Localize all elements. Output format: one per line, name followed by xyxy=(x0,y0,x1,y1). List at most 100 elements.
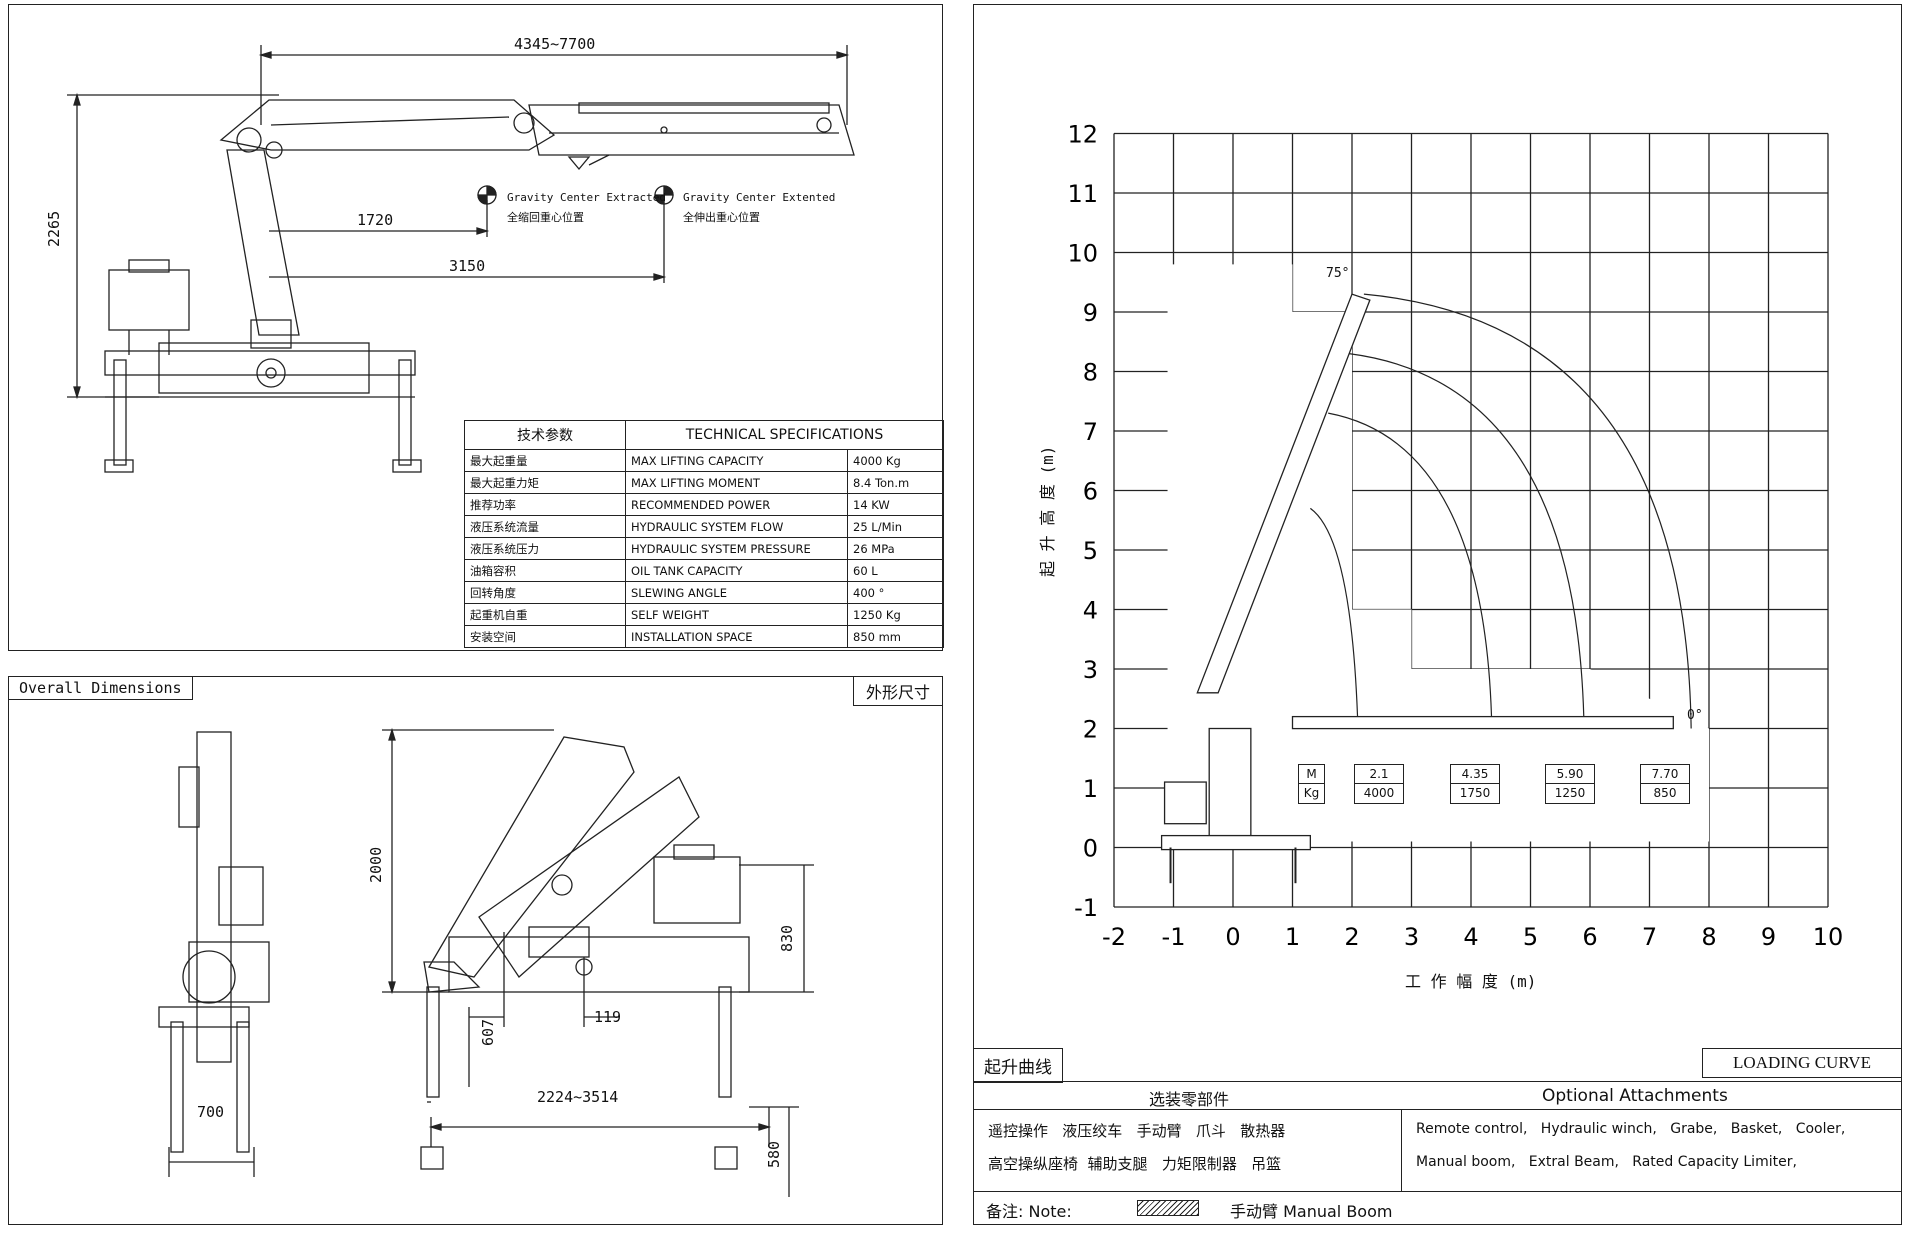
legend-gravity-extracted-zh: 全缩回重心位置 xyxy=(507,211,584,224)
spec-zh: 最大起重力矩 xyxy=(464,471,626,494)
spec-zh: 回转角度 xyxy=(464,581,626,604)
attachments-zh-line2: 高空操纵座椅 辅助支腿 力矩限制器 吊篮 xyxy=(988,1155,1282,1173)
y-tick-label: 10 xyxy=(1067,240,1098,268)
attachments-en-line2: Manual boom, Extral Beam, Rated Capacity… xyxy=(1416,1154,1797,1170)
attachments-row-line xyxy=(974,1109,1901,1110)
spec-zh: 液压系统流量 xyxy=(464,515,626,538)
attachments-title-zh: 选装零部件 xyxy=(1149,1090,1230,1109)
spec-en: OIL TANK CAPACITY xyxy=(625,559,848,582)
crane-column xyxy=(1208,727,1252,837)
boom-horizontal xyxy=(1291,715,1674,730)
x-axis-label: 工 作 幅 度 (m) xyxy=(1405,972,1537,991)
side-view-panel: 4345~7700 2265 1720 3150 Gravity Center … xyxy=(8,4,944,651)
y-tick-label: 6 xyxy=(1083,478,1098,506)
x-tick-label: 5 xyxy=(1523,923,1538,951)
spec-value: 4000 Kg xyxy=(847,449,944,472)
y-tick-label: 3 xyxy=(1083,656,1098,684)
overall-dimensions-title: Overall Dimensions xyxy=(8,676,193,700)
x-tick-label: -1 xyxy=(1162,923,1186,951)
load-head: M Kg xyxy=(1298,764,1325,804)
x-tick-label: 6 xyxy=(1582,923,1597,951)
y-tick-label: 2 xyxy=(1083,716,1098,744)
dim-3150: 3150 xyxy=(449,257,486,275)
y-tick-label: 12 xyxy=(1067,121,1098,149)
attachments-en-line1: Remote control, Hydraulic winch, Grabe, … xyxy=(1416,1121,1846,1137)
attachments-table: 选装零部件 Optional Attachments 遥控操作 液压绞车 手动臂… xyxy=(974,1081,1901,1225)
dim-overall-length: 4345~7700 xyxy=(514,35,596,53)
dim-height: 2265 xyxy=(45,210,63,247)
attachments-zh-line1: 遥控操作 液压绞车 手动臂 爪斗 散热器 xyxy=(988,1122,1286,1140)
spec-zh: 液压系统压力 xyxy=(464,537,626,560)
load-cell: 7.70 850 xyxy=(1640,764,1690,804)
y-tick-label: 5 xyxy=(1083,537,1098,565)
crane-base xyxy=(1160,834,1312,851)
reach-curve xyxy=(1328,412,1493,729)
y-tick-label: 8 xyxy=(1083,359,1098,387)
spec-value: 60 L xyxy=(847,559,944,582)
spec-zh: 油箱容积 xyxy=(464,559,626,582)
dim-119: 119 xyxy=(594,1008,622,1026)
angle-0-label: 0° xyxy=(1687,708,1703,723)
load-head-top: M xyxy=(1306,767,1317,781)
dim-830: 830 xyxy=(778,924,796,952)
spec-title-en: TECHNICAL SPECIFICATIONS xyxy=(625,420,944,450)
y-tick-label: -1 xyxy=(1074,894,1098,922)
loading-curve-title-en: LOADING CURVE xyxy=(1702,1048,1902,1078)
load-cell-m: 2.1 xyxy=(1369,767,1389,781)
spec-value: 25 L/Min xyxy=(847,515,944,538)
x-tick-label: -2 xyxy=(1102,923,1126,951)
spec-en: SELF WEIGHT xyxy=(625,603,848,626)
crane-overall-drawings xyxy=(158,727,814,1197)
load-cell-kg: 850 xyxy=(1641,783,1689,802)
load-cell-m: 4.35 xyxy=(1461,767,1489,781)
attachments-row-line xyxy=(974,1191,1901,1192)
load-cell-kg: 1750 xyxy=(1451,783,1499,802)
manual-boom-hatch-icon xyxy=(1137,1200,1199,1216)
load-cell: 2.1 4000 xyxy=(1354,764,1404,804)
legend-gravity-extended-en: Gravity Center Extented xyxy=(683,191,836,204)
load-cell-kg: 1250 xyxy=(1546,783,1594,802)
overall-dimensions-title-text: Overall Dimensions xyxy=(19,679,182,697)
dim-607: 607 xyxy=(479,1018,497,1046)
spec-en: SLEWING ANGLE xyxy=(625,581,848,604)
dim-580: 580 xyxy=(765,1140,783,1168)
y-tick-label: 11 xyxy=(1067,180,1098,208)
reach-curve xyxy=(1348,353,1585,729)
spec-value: 1250 Kg xyxy=(847,603,944,626)
legend-gravity-extended-zh: 全伸出重心位置 xyxy=(683,211,760,224)
boom-raised xyxy=(1196,293,1371,694)
x-tick-label: 4 xyxy=(1463,923,1478,951)
spec-value: 400 ° xyxy=(847,581,944,604)
spec-en: HYDRAULIC SYSTEM PRESSURE xyxy=(625,537,848,560)
x-tick-label: 8 xyxy=(1701,923,1716,951)
loading-curve-title-zh: 起升曲线 xyxy=(973,1048,1063,1083)
note-text: 手动臂 Manual Boom xyxy=(1230,1202,1393,1221)
x-tick-label: 0 xyxy=(1225,923,1240,951)
y-tick-label: 4 xyxy=(1083,597,1098,625)
dim-span: 2224~3514 xyxy=(537,1088,619,1106)
spec-en: MAX LIFTING MOMENT xyxy=(625,471,848,494)
working-range-area xyxy=(1167,264,1709,842)
spec-header-row: 技术参数 TECHNICAL SPECIFICATIONS xyxy=(464,420,944,450)
note-label: 备注: Note: xyxy=(986,1202,1072,1221)
spec-en: HYDRAULIC SYSTEM FLOW xyxy=(625,515,848,538)
loading-curve-title-en-text: LOADING CURVE xyxy=(1733,1053,1871,1072)
load-cell-m: 7.70 xyxy=(1651,767,1679,781)
x-tick-label: 10 xyxy=(1813,923,1844,951)
overall-dimensions-title-zh: 外形尺寸 xyxy=(852,676,943,706)
x-tick-label: 9 xyxy=(1761,923,1776,951)
dim-1720: 1720 xyxy=(357,211,394,229)
spec-zh: 起重机自重 xyxy=(464,603,626,626)
x-tick-label: 3 xyxy=(1404,923,1419,951)
spec-en: MAX LIFTING CAPACITY xyxy=(625,449,848,472)
